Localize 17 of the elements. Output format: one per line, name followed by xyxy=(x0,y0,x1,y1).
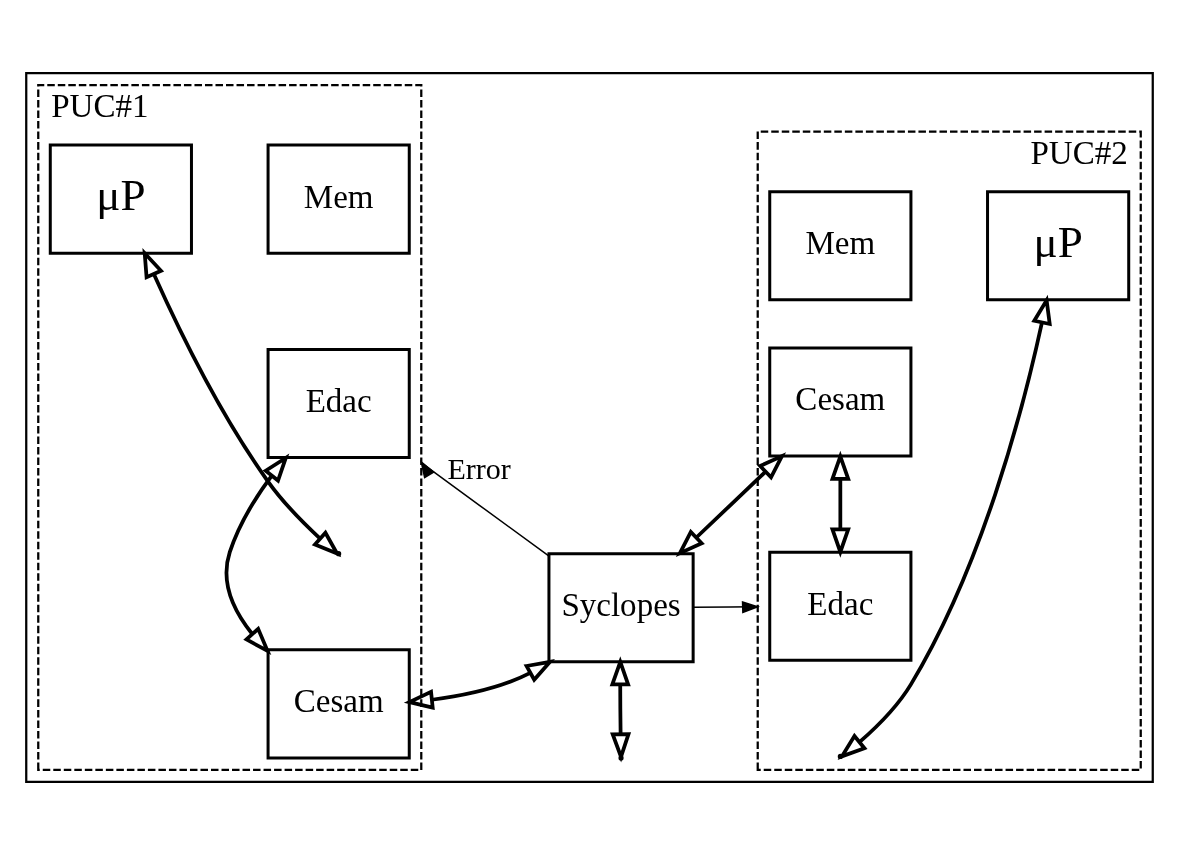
node-box: Edac xyxy=(768,550,913,662)
node-box: Syclopes xyxy=(547,551,695,663)
node-box: μP xyxy=(48,143,193,255)
arrow xyxy=(224,453,290,655)
arrow xyxy=(675,451,787,557)
node-box: Mem xyxy=(768,189,913,301)
arrow xyxy=(692,600,760,613)
arrow xyxy=(420,459,550,557)
edge-label: Error xyxy=(447,451,511,485)
node-box: Edac xyxy=(266,347,411,459)
node-box: Mem xyxy=(266,143,411,255)
node-box: Cesam xyxy=(768,345,913,458)
arrow xyxy=(829,450,851,558)
cluster xyxy=(25,71,1154,783)
node-box: μP xyxy=(986,189,1131,301)
node-box: Cesam xyxy=(266,647,411,759)
arrow xyxy=(403,658,555,710)
